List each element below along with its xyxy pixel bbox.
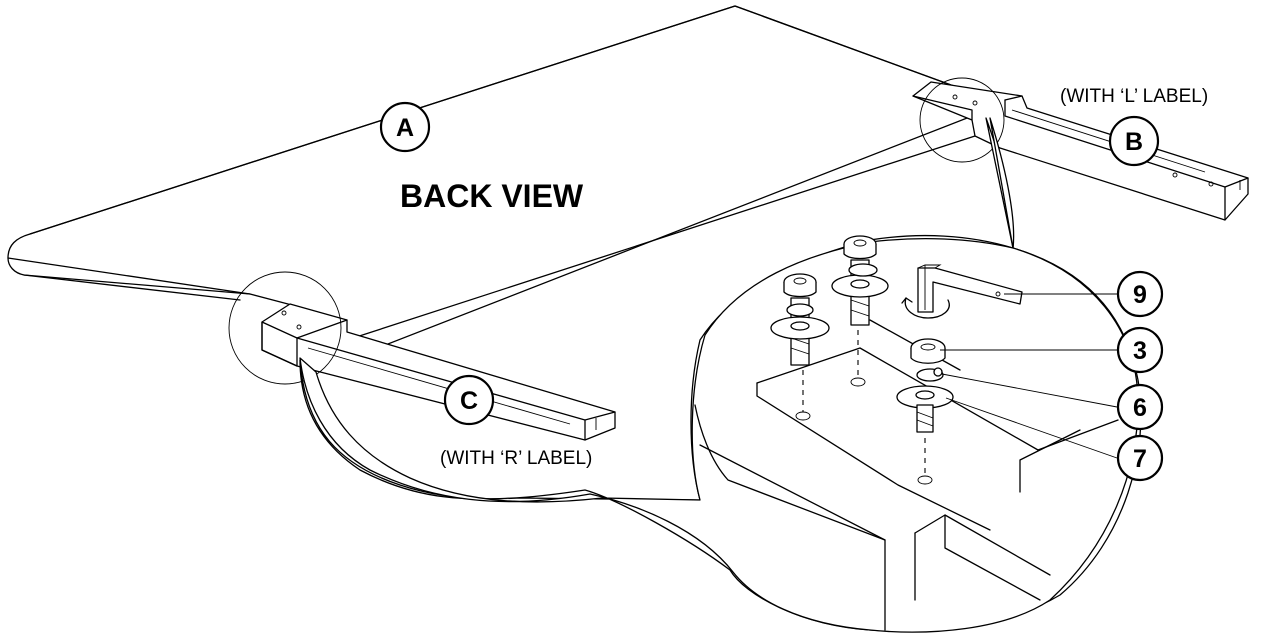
rail-b bbox=[912, 77, 1249, 221]
callout-3-label: 3 bbox=[1133, 337, 1147, 365]
table-top bbox=[7, 5, 1004, 361]
part-a-label: A bbox=[396, 114, 414, 142]
rail-c bbox=[228, 271, 616, 441]
callout-9: 9 bbox=[1116, 270, 1164, 318]
callout-3: 3 bbox=[1116, 326, 1164, 374]
callout-7: 7 bbox=[1116, 434, 1164, 482]
hex-key bbox=[901, 264, 1023, 319]
screw-assembly-2 bbox=[831, 235, 889, 326]
part-b-badge: B bbox=[1108, 115, 1160, 167]
left-label-note: (WITH ‘L’ LABEL) bbox=[1060, 86, 1208, 107]
callout-9-label: 9 bbox=[1133, 281, 1147, 309]
callout-6-label: 6 bbox=[1133, 394, 1147, 422]
detail-bubble bbox=[299, 117, 1142, 633]
screw-assembly-3 bbox=[896, 338, 954, 433]
part-b-label: B bbox=[1125, 128, 1143, 156]
right-label-note: (WITH ‘R’ LABEL) bbox=[440, 448, 592, 469]
part-c-label: C bbox=[460, 387, 478, 415]
part-c-badge: C bbox=[443, 374, 495, 426]
part-a-badge: A bbox=[379, 101, 431, 153]
callout-7-label: 7 bbox=[1133, 445, 1147, 473]
screw-assembly-1 bbox=[770, 273, 830, 366]
heading-back-view: BACK VIEW bbox=[400, 178, 584, 214]
callout-6: 6 bbox=[1116, 383, 1164, 431]
